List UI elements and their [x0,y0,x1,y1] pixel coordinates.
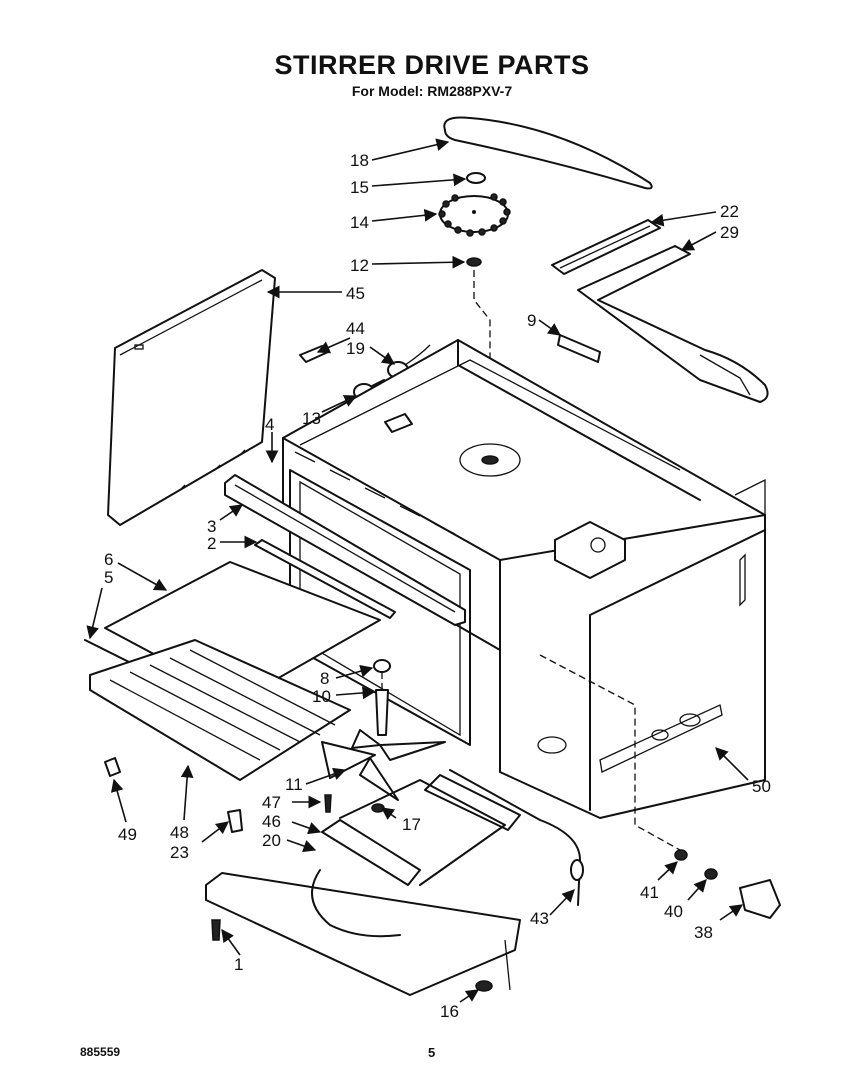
callout-44: 44 [346,319,365,338]
model-subtitle: For Model: RM288PXV-7 [351,83,513,99]
callout-10: 10 [312,687,331,706]
side-panel-part [107,269,276,526]
callout-4: 4 [265,415,274,434]
switch-assembly-part [539,654,781,919]
bottom-hardware-parts [211,919,493,992]
clip-part [466,172,486,184]
shaft-part [373,659,391,736]
mounting-plate-parts [205,774,521,996]
callout-6: 6 [104,550,113,569]
callout-labels: 18 15 14 12 22 29 45 9 44 19 13 4 3 2 6 … [104,151,771,1021]
terminal-block-part [551,219,661,363]
callout-22: 22 [720,202,739,221]
stirrer-pulley-part [438,193,511,237]
callout-2: 2 [207,534,216,553]
callout-11: 11 [285,775,303,794]
callout-45: 45 [346,284,365,303]
small-parts [104,757,243,833]
shelf-part [84,561,381,781]
callout-49: 49 [118,825,137,844]
callout-40: 40 [664,902,683,921]
callout-5: 5 [104,568,113,587]
oven-cavity-part [282,339,766,819]
screw-nut-parts [324,794,385,813]
footer-code: 885559 [80,1045,121,1059]
callout-29: 29 [720,223,739,242]
page-number: 5 [428,1045,436,1060]
callout-3: 3 [207,517,216,536]
callout-1: 1 [234,955,243,974]
callout-15: 15 [350,178,369,197]
rail-parts [224,474,466,626]
callout-48: 48 [170,823,189,842]
callout-47: 47 [262,793,281,812]
callout-13: 13 [302,409,321,428]
callout-16: 16 [440,1002,459,1021]
page-title: STIRRER DRIVE PARTS [274,50,590,80]
leader-lines [86,138,749,1003]
sensor-cable-part [449,769,584,906]
callout-46: 46 [262,812,281,831]
washer-part [466,257,482,267]
callout-20: 20 [262,831,281,850]
callout-50: 50 [752,777,771,796]
callout-14: 14 [350,213,369,232]
callout-43: 43 [530,909,549,928]
bracket-part [577,245,769,403]
callout-8: 8 [320,669,329,688]
callout-12: 12 [350,256,369,275]
callout-19: 19 [346,339,365,358]
callout-9: 9 [527,311,536,330]
callout-17: 17 [402,815,421,834]
belt-part [443,116,653,190]
callout-38: 38 [694,923,713,942]
callout-41: 41 [640,883,659,902]
callout-18: 18 [350,151,369,170]
callout-23: 23 [170,843,189,862]
